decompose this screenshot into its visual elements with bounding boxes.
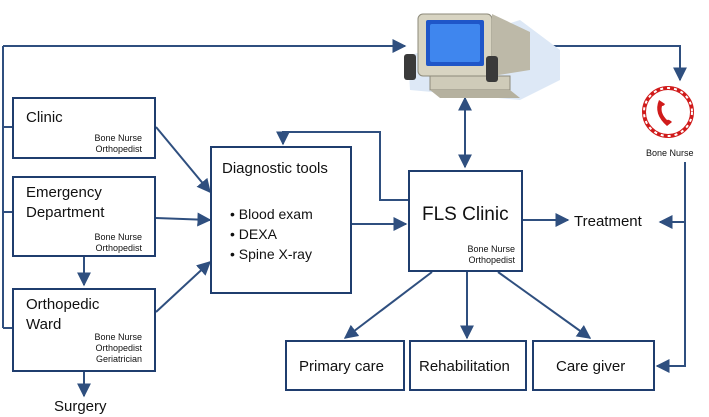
arrow-phone-to-caregiver: [655, 162, 686, 373]
ward-box: Orthopedic Ward Bone Nurse Orthopedist G…: [12, 288, 156, 372]
surgery-label: Surgery: [54, 398, 107, 415]
treatment-label: Treatment: [574, 213, 642, 230]
emergency-title-line2: Department: [26, 204, 105, 221]
clinic-role: Bone Nurse: [94, 133, 142, 143]
diagnostic-item: • Blood exam: [230, 206, 313, 222]
diagnostic-item-text: DEXA: [238, 226, 277, 242]
diagnostic-item: • DEXA: [230, 226, 277, 242]
arrow-fls-to-diag: [276, 131, 408, 201]
emergency-title-line1: Emergency: [26, 184, 102, 201]
caregiver-label: Care giver: [556, 358, 626, 375]
emergency-roles: Bone Nurse Orthopedist: [94, 232, 142, 254]
diagnostic-items: • Blood exam • DEXA • Spine X-ray: [230, 204, 313, 264]
fls-title: FLS Clinic: [422, 204, 509, 225]
fls-roles: Bone Nurse Orthopedist: [467, 244, 515, 266]
ward-roles: Bone Nurse Orthopedist Geriatrician: [94, 332, 142, 365]
arrow-emergency-to-diag: [155, 212, 212, 227]
primary-care-label: Primary care: [299, 358, 385, 375]
ward-role: Geriatrician: [95, 354, 142, 364]
emergency-role: Bone Nurse: [94, 232, 142, 242]
arrow-fls-to-caregiver: [497, 271, 592, 339]
arrow-computer-to-phone: [545, 45, 687, 82]
diagnostic-item: • Spine X-ray: [230, 246, 312, 262]
diagnostic-box: Diagnostic tools • Blood exam • DEXA • S…: [210, 146, 352, 294]
ward-title-line2: Ward: [26, 316, 62, 333]
arrow-clinic-to-diag: [155, 126, 211, 194]
primary-care-box: Primary care: [285, 340, 405, 391]
rehabilitation-box: Rehabilitation: [409, 340, 527, 391]
computer-icon: [404, 13, 560, 100]
rehabilitation-label: Rehabilitation: [419, 358, 510, 375]
ward-title-line1: Orthopedic: [26, 296, 100, 313]
arrow-ward-to-diag: [155, 261, 212, 313]
caregiver-box: Care giver: [532, 340, 655, 391]
phone-label: Bone Nurse: [646, 148, 694, 158]
diagnostic-title: Diagnostic tools: [222, 160, 328, 177]
clinic-title: Clinic: [26, 109, 63, 126]
clinic-roles: Bone Nurse Orthopedist: [94, 133, 142, 155]
clinic-role: Orthopedist: [95, 144, 142, 154]
ward-role: Bone Nurse: [94, 332, 142, 342]
emergency-box: Emergency Department Bone Nurse Orthoped…: [12, 176, 156, 257]
fls-box: FLS Clinic Bone Nurse Orthopedist: [408, 170, 523, 272]
diagnostic-item-text: Spine X-ray: [238, 246, 312, 262]
arrow-fls-to-primary: [343, 271, 433, 339]
emergency-role: Orthopedist: [95, 243, 142, 253]
ward-role: Orthopedist: [95, 343, 142, 353]
phone-icon: [642, 86, 694, 138]
fls-role: Bone Nurse: [467, 244, 515, 254]
clinic-box: Clinic Bone Nurse Orthopedist: [12, 97, 156, 159]
diagnostic-item-text: Blood exam: [238, 206, 313, 222]
fls-role: Orthopedist: [468, 255, 515, 265]
